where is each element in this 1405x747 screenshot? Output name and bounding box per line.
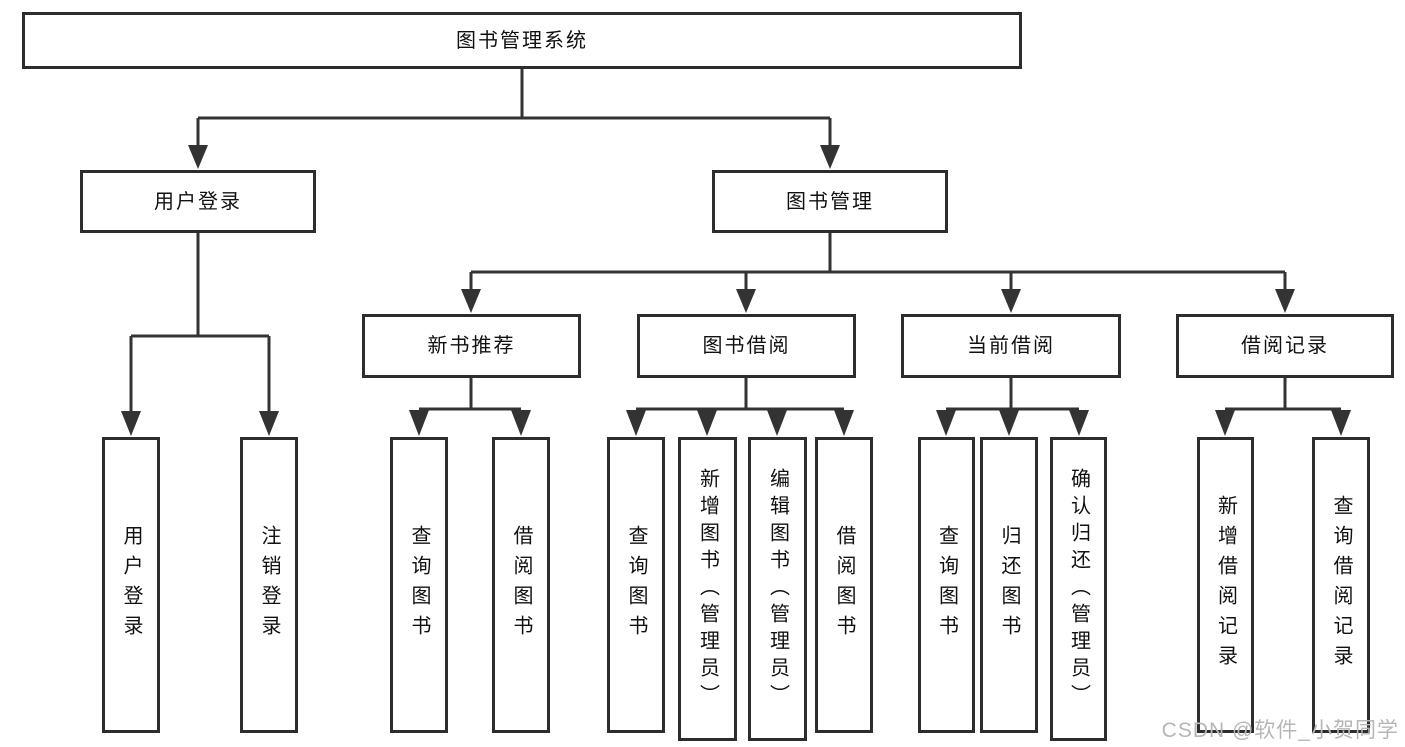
leaf-confirm-return-admin-label: 确认归还（管理员） (1067, 467, 1090, 711)
leaf-query-borrow-record-label: 查询借阅记录 (1330, 495, 1352, 675)
leaf-borrow-books-recommend: 借阅图书 (492, 437, 550, 733)
leaf-query-books-recommend-label: 查询图书 (408, 525, 430, 645)
leaf-user-login: 用户登录 (102, 437, 160, 733)
leaf-query-borrow-record: 查询借阅记录 (1312, 437, 1370, 733)
node-book-management: 图书管理 (712, 170, 948, 233)
leaf-query-books-current-label: 查询图书 (935, 525, 958, 645)
node-borrow-records-label: 借阅记录 (1241, 335, 1329, 357)
leaf-query-books-recommend: 查询图书 (390, 437, 448, 733)
node-book-borrow: 图书借阅 (637, 314, 856, 378)
node-current-borrow-label: 当前借阅 (967, 335, 1055, 357)
leaf-add-borrow-record-label: 新增借阅记录 (1214, 495, 1237, 675)
leaf-return-books-label: 归还图书 (998, 525, 1020, 645)
node-book-borrow-label: 图书借阅 (702, 335, 791, 357)
leaf-query-books-current: 查询图书 (918, 437, 975, 733)
leaf-confirm-return-admin: 确认归还（管理员） (1050, 437, 1107, 741)
leaf-edit-books-admin: 编辑图书（管理员） (748, 437, 807, 741)
node-root: 图书管理系统 (22, 12, 1022, 69)
node-user-login: 用户登录 (80, 170, 316, 233)
leaf-query-books-borrow-label: 查询图书 (625, 525, 647, 645)
leaf-user-login-label: 用户登录 (120, 525, 142, 645)
node-current-borrow: 当前借阅 (901, 314, 1121, 378)
leaf-logout: 注销登录 (240, 437, 298, 733)
node-user-login-label: 用户登录 (154, 190, 242, 213)
leaf-borrow-books-recommend-label: 借阅图书 (510, 525, 532, 645)
node-new-book-recommend: 新书推荐 (362, 314, 581, 378)
node-root-label: 图书管理系统 (456, 29, 588, 52)
leaf-logout-label: 注销登录 (258, 525, 280, 645)
node-borrow-records: 借阅记录 (1176, 314, 1394, 378)
leaf-add-books-admin: 新增图书（管理员） (678, 437, 737, 741)
node-book-management-label: 图书管理 (786, 190, 874, 213)
leaf-borrow-books: 借阅图书 (815, 437, 873, 733)
leaf-query-books-borrow: 查询图书 (607, 437, 665, 733)
leaf-add-books-admin-label: 新增图书（管理员） (696, 467, 719, 711)
node-new-book-recommend-label: 新书推荐 (427, 335, 516, 357)
leaf-add-borrow-record: 新增借阅记录 (1197, 437, 1254, 733)
leaf-return-books: 归还图书 (980, 437, 1038, 733)
leaf-edit-books-admin-label: 编辑图书（管理员） (766, 467, 789, 711)
watermark: CSDN @软件_小贺同学 (1161, 719, 1399, 742)
leaf-borrow-books-label: 借阅图书 (833, 525, 855, 645)
